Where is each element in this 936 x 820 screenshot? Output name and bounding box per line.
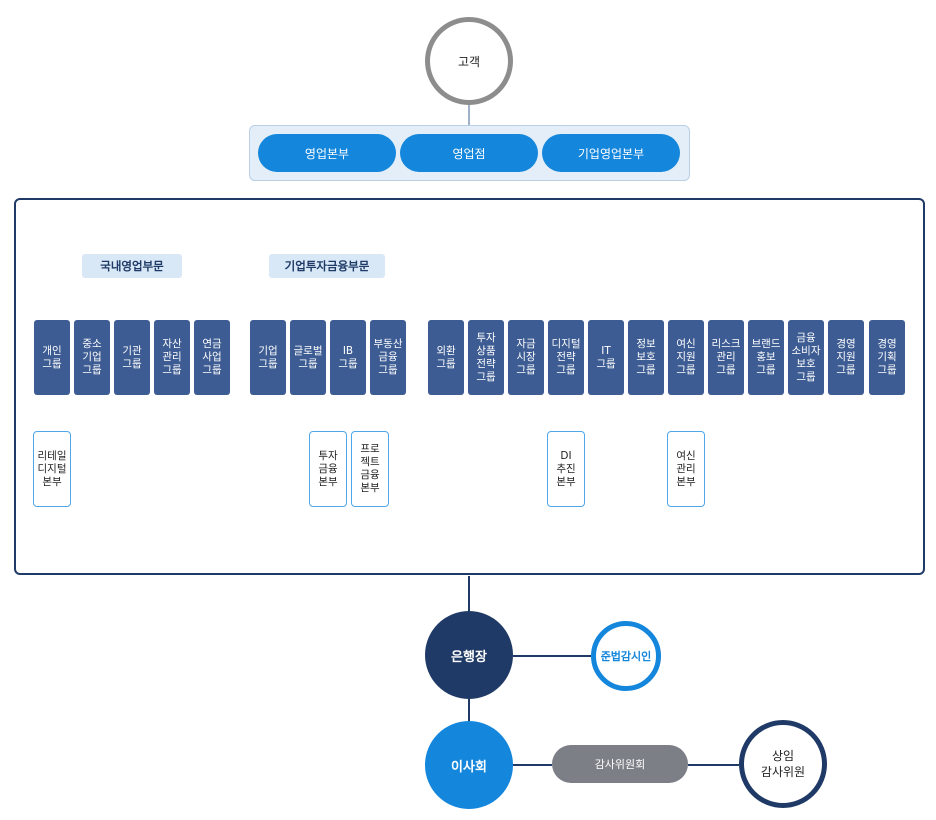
group-credit-support: 여신 지원 그룹 (668, 320, 704, 395)
group-label: IT 그룹 (596, 344, 616, 370)
division-label-text: 국내영업부문 (100, 259, 164, 273)
sales-unit-label: 영업본부 (304, 146, 350, 161)
group-digital-strategy: 디지털 전략 그룹 (548, 320, 584, 395)
group-label: 경영 기획 그룹 (877, 338, 897, 376)
subunit-label: 여신 관리 본부 (676, 449, 696, 488)
subunit-investment-finance: 투자 금융 본부 (309, 431, 347, 507)
group-consumer-protection: 금융 소비자 보호 그룹 (788, 320, 824, 395)
sales-unit-headquarters: 영업본부 (258, 134, 396, 172)
division-label-text: 기업투자금융부문 (284, 259, 370, 273)
subunit-label: 투자 금융 본부 (318, 449, 338, 488)
group-real-estate: 부동산 금융 그룹 (370, 320, 406, 395)
group-institution: 기관 그룹 (114, 320, 150, 395)
customer-node: 고객 (425, 17, 513, 105)
group-label: IB 그룹 (338, 344, 358, 370)
group-label: 금융 소비자 보호 그룹 (791, 331, 821, 383)
compliance-officer-node: 준법감시인 (591, 621, 661, 691)
group-management-support: 경영 지원 그룹 (828, 320, 864, 395)
group-label: 투자 상품 전략 그룹 (476, 331, 496, 383)
subunit-label: 리테일 디지털 본부 (37, 449, 67, 488)
group-it: IT 그룹 (588, 320, 624, 395)
group-label: 경영 지원 그룹 (836, 338, 856, 376)
sales-unit-corporate: 기업영업본부 (542, 134, 680, 172)
subunit-di-promotion: DI 추진 본부 (547, 431, 585, 507)
group-sme: 중소 기업 그룹 (74, 320, 110, 395)
group-corporate: 기업 그룹 (250, 320, 286, 395)
group-risk-management: 리스크 관리 그룹 (708, 320, 744, 395)
group-label: 부동산 금융 그룹 (373, 338, 403, 376)
standing-auditor-node: 상임 감사위원 (739, 720, 827, 808)
group-label: 글로벌 그룹 (293, 344, 323, 370)
division-label-domestic: 국내영업부문 (82, 254, 182, 278)
audit-committee-label: 감사위원회 (594, 758, 646, 771)
board-label: 이사회 (451, 759, 487, 775)
ceo-label: 은행장 (451, 649, 487, 665)
group-label: 정보 보호 그룹 (636, 338, 656, 376)
group-investment-product: 투자 상품 전략 그룹 (468, 320, 504, 395)
group-global: 글로벌 그룹 (290, 320, 326, 395)
division-label-corporate-investment: 기업투자금융부문 (269, 254, 385, 278)
subunit-retail-digital: 리테일 디지털 본부 (33, 431, 71, 507)
group-pension: 연금 사업 그룹 (194, 320, 230, 395)
group-label: 개인 그룹 (42, 344, 62, 370)
group-label: 브랜드 홍보 그룹 (751, 338, 781, 376)
group-label: 연금 사업 그룹 (202, 338, 222, 376)
subunit-label: 프로 젝트 금융 본부 (360, 443, 380, 494)
group-label: 자산 관리 그룹 (162, 338, 182, 376)
subunit-label: DI 추진 본부 (556, 449, 576, 488)
group-asset-management: 자산 관리 그룹 (154, 320, 190, 395)
group-label: 여신 지원 그룹 (676, 338, 696, 376)
compliance-officer-label: 준법감시인 (600, 650, 652, 663)
group-brand-pr: 브랜드 홍보 그룹 (748, 320, 784, 395)
sales-unit-branch: 영업점 (400, 134, 538, 172)
group-personal: 개인 그룹 (34, 320, 70, 395)
subunit-credit-management: 여신 관리 본부 (667, 431, 705, 507)
sales-unit-label: 영업점 (452, 146, 486, 161)
group-information-security: 정보 보호 그룹 (628, 320, 664, 395)
group-fx: 외환 그룹 (428, 320, 464, 395)
group-label: 자금 시장 그룹 (516, 338, 536, 376)
group-label: 디지털 전략 그룹 (551, 338, 581, 376)
group-label: 기관 그룹 (122, 344, 142, 370)
audit-committee-node: 감사위원회 (552, 745, 688, 783)
group-treasury: 자금 시장 그룹 (508, 320, 544, 395)
sales-unit-label: 기업영업본부 (577, 146, 645, 161)
standing-auditor-label: 상임 감사위원 (760, 749, 806, 779)
group-ib: IB 그룹 (330, 320, 366, 395)
group-label: 기업 그룹 (258, 344, 278, 370)
group-label: 중소 기업 그룹 (82, 338, 102, 376)
customer-label: 고객 (457, 54, 481, 69)
group-label: 외환 그룹 (436, 344, 456, 370)
board-node: 이사회 (425, 721, 513, 809)
subunit-project-finance: 프로 젝트 금융 본부 (351, 431, 389, 507)
ceo-node: 은행장 (425, 611, 513, 699)
group-label: 리스크 관리 그룹 (711, 338, 741, 376)
group-management-planning: 경영 기획 그룹 (869, 320, 905, 395)
